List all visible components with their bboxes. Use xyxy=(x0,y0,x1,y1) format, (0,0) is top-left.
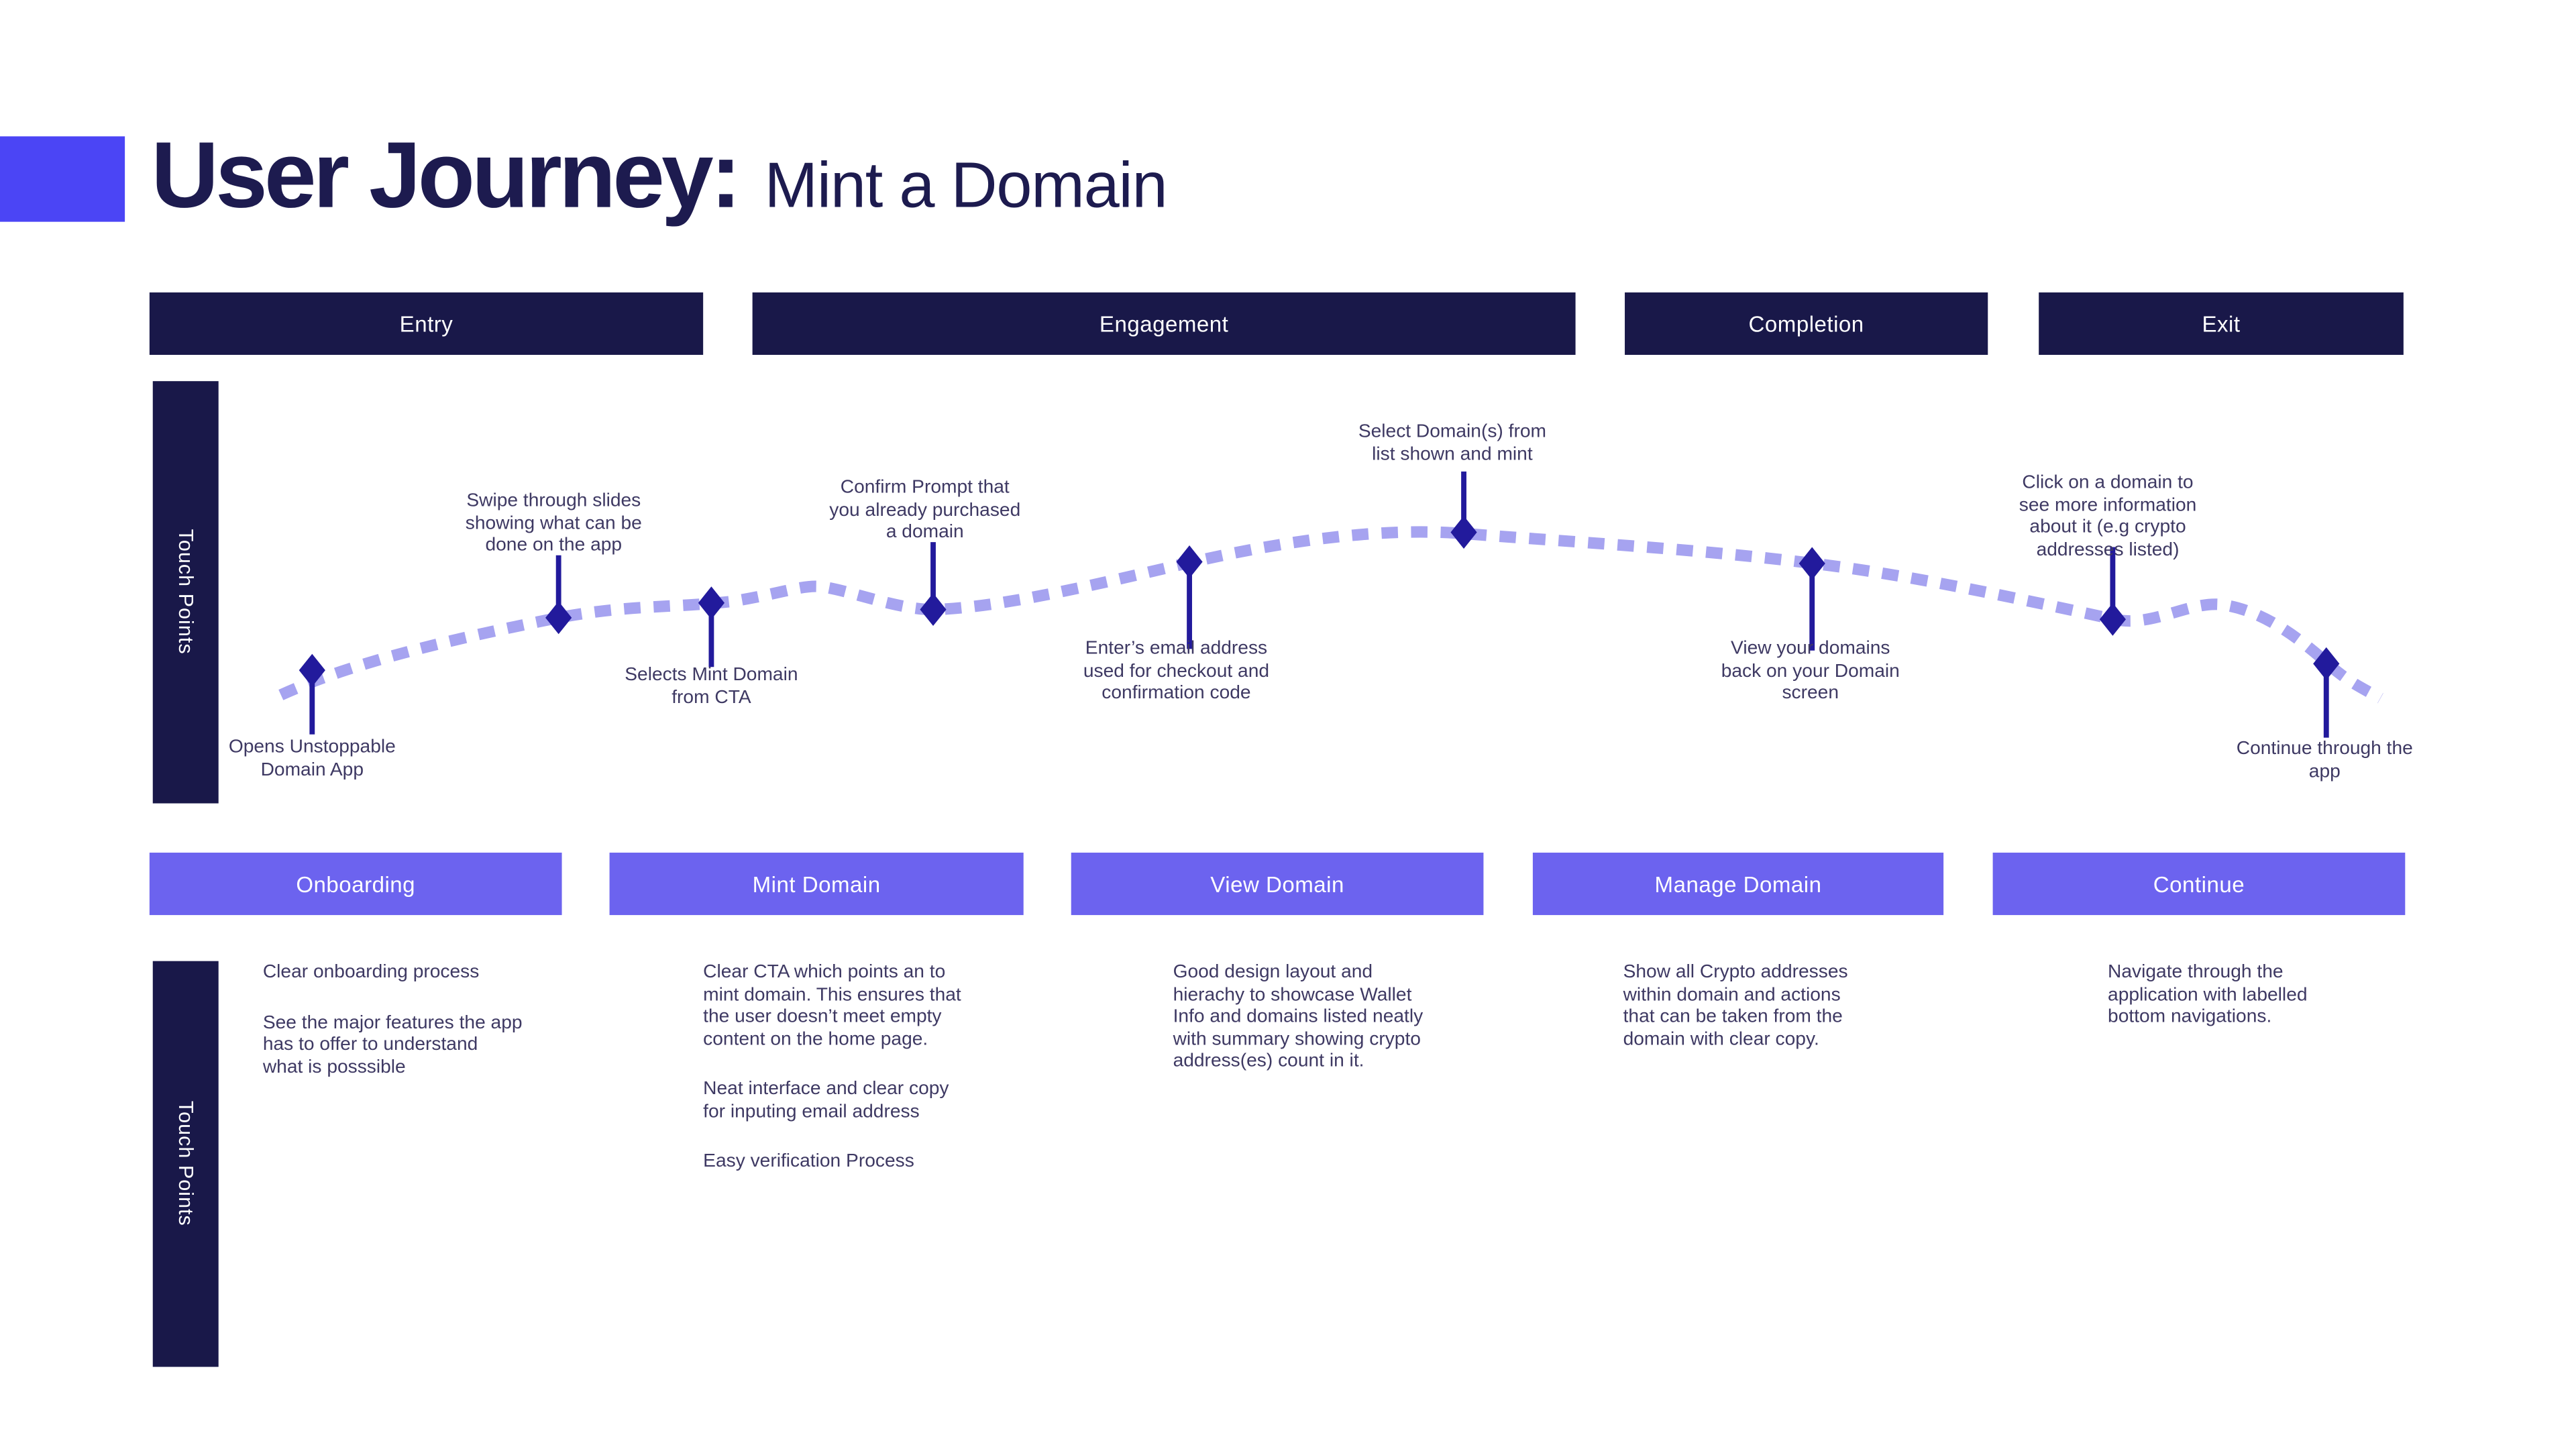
touchpoint-label-continue-app: Continue through the app xyxy=(2236,739,2413,782)
section-label: Manage Domain xyxy=(1654,871,1822,896)
title-accent-rect xyxy=(0,136,125,222)
phase-label: Completion xyxy=(1748,311,1864,336)
phase-bar-entry: Entry xyxy=(149,292,704,355)
touchpoint-marker xyxy=(299,653,325,687)
section-label: Mint Domain xyxy=(752,871,881,896)
notes-manage-domain: Show all Crypto addresses within domain … xyxy=(1623,963,1952,1079)
page-title: User Journey: Mint a Domain xyxy=(151,121,1167,230)
phase-bar-engagement: Engagement xyxy=(752,292,1576,355)
section-label: Onboarding xyxy=(296,871,416,896)
journey-dashed-curve xyxy=(278,526,2383,704)
touch-points-sidebar-top: Touch Points xyxy=(152,381,219,804)
section-label: View Domain xyxy=(1210,871,1344,896)
notes-view-domain: Good design layout and hierachy to showc… xyxy=(1173,963,1527,1102)
touchpoint-label-selects-mint: Selects Mint Domain from CTA xyxy=(625,665,798,708)
page-title-bold: User Journey: xyxy=(151,123,741,229)
section-bar-manage-domain: Manage Domain xyxy=(1532,853,1944,916)
note-paragraph: Good design layout and hierachy to showc… xyxy=(1173,963,1424,1072)
phase-bar-completion: Completion xyxy=(1625,292,1988,355)
note-paragraph: Easy verification Process xyxy=(703,1152,914,1173)
phase-bar-exit: Exit xyxy=(2039,292,2404,355)
section-bar-mint-domain: Mint Domain xyxy=(609,853,1024,916)
section-bar-onboarding: Onboarding xyxy=(149,853,562,916)
touchpoint-marker xyxy=(1176,545,1203,579)
touchpoint-marker xyxy=(920,593,947,627)
touchpoint-label-opens-app: Opens Unstoppable Domain App xyxy=(228,737,396,780)
touchpoint-label-select-domains: Select Domain(s) from list shown and min… xyxy=(1358,422,1546,464)
notes-mint-domain: Clear CTA which points an to mint domain… xyxy=(703,963,1057,1202)
section-label: Continue xyxy=(2153,871,2245,896)
section-bar-continue: Continue xyxy=(1992,853,2406,916)
phase-label: Engagement xyxy=(1099,311,1229,336)
phase-label: Entry xyxy=(399,311,453,336)
page-title-subtitle: Mint a Domain xyxy=(764,151,1168,222)
touchpoint-marker xyxy=(545,601,572,635)
notes-onboarding: Clear onboarding process See the major f… xyxy=(263,963,600,1108)
touchpoint-marker xyxy=(1450,515,1477,549)
touchpoint-marker xyxy=(1799,547,1825,580)
touchpoint-marker xyxy=(2313,647,2340,680)
touchpoint-label-enter-email: Enter’s email address used for checkout … xyxy=(1083,639,1270,704)
touch-points-label: Touch Points xyxy=(174,1101,197,1227)
note-paragraph: See the major features the app has to of… xyxy=(262,1012,523,1077)
touchpoint-label-view-domains: View your domains back on your Domain sc… xyxy=(1721,639,1900,704)
touch-points-label: Touch Points xyxy=(174,529,197,655)
touchpoint-label-click-domain: Click on a domain to see more informatio… xyxy=(2019,473,2197,560)
note-paragraph: Clear CTA which points an to mint domain… xyxy=(703,963,961,1050)
section-bar-view-domain: View Domain xyxy=(1071,853,1484,916)
touchpoint-marker xyxy=(2099,602,2126,636)
phase-label: Exit xyxy=(2202,311,2241,336)
note-paragraph: Navigate through the application with la… xyxy=(2108,963,2308,1027)
note-paragraph: Show all Crypto addresses within domain … xyxy=(1623,963,1848,1050)
touchpoint-marker xyxy=(698,586,725,620)
touch-points-sidebar-bottom: Touch Points xyxy=(152,961,219,1367)
note-paragraph: Neat interface and clear copy for inputi… xyxy=(703,1079,949,1122)
touchpoint-label-swipe-slides: Swipe through slides showing what can be… xyxy=(465,491,642,556)
notes-continue: Navigate through the application with la… xyxy=(2108,963,2428,1057)
touchpoint-label-confirm-prompt: Confirm Prompt that you already purchase… xyxy=(829,478,1021,543)
note-paragraph: Clear onboarding process xyxy=(262,963,480,983)
